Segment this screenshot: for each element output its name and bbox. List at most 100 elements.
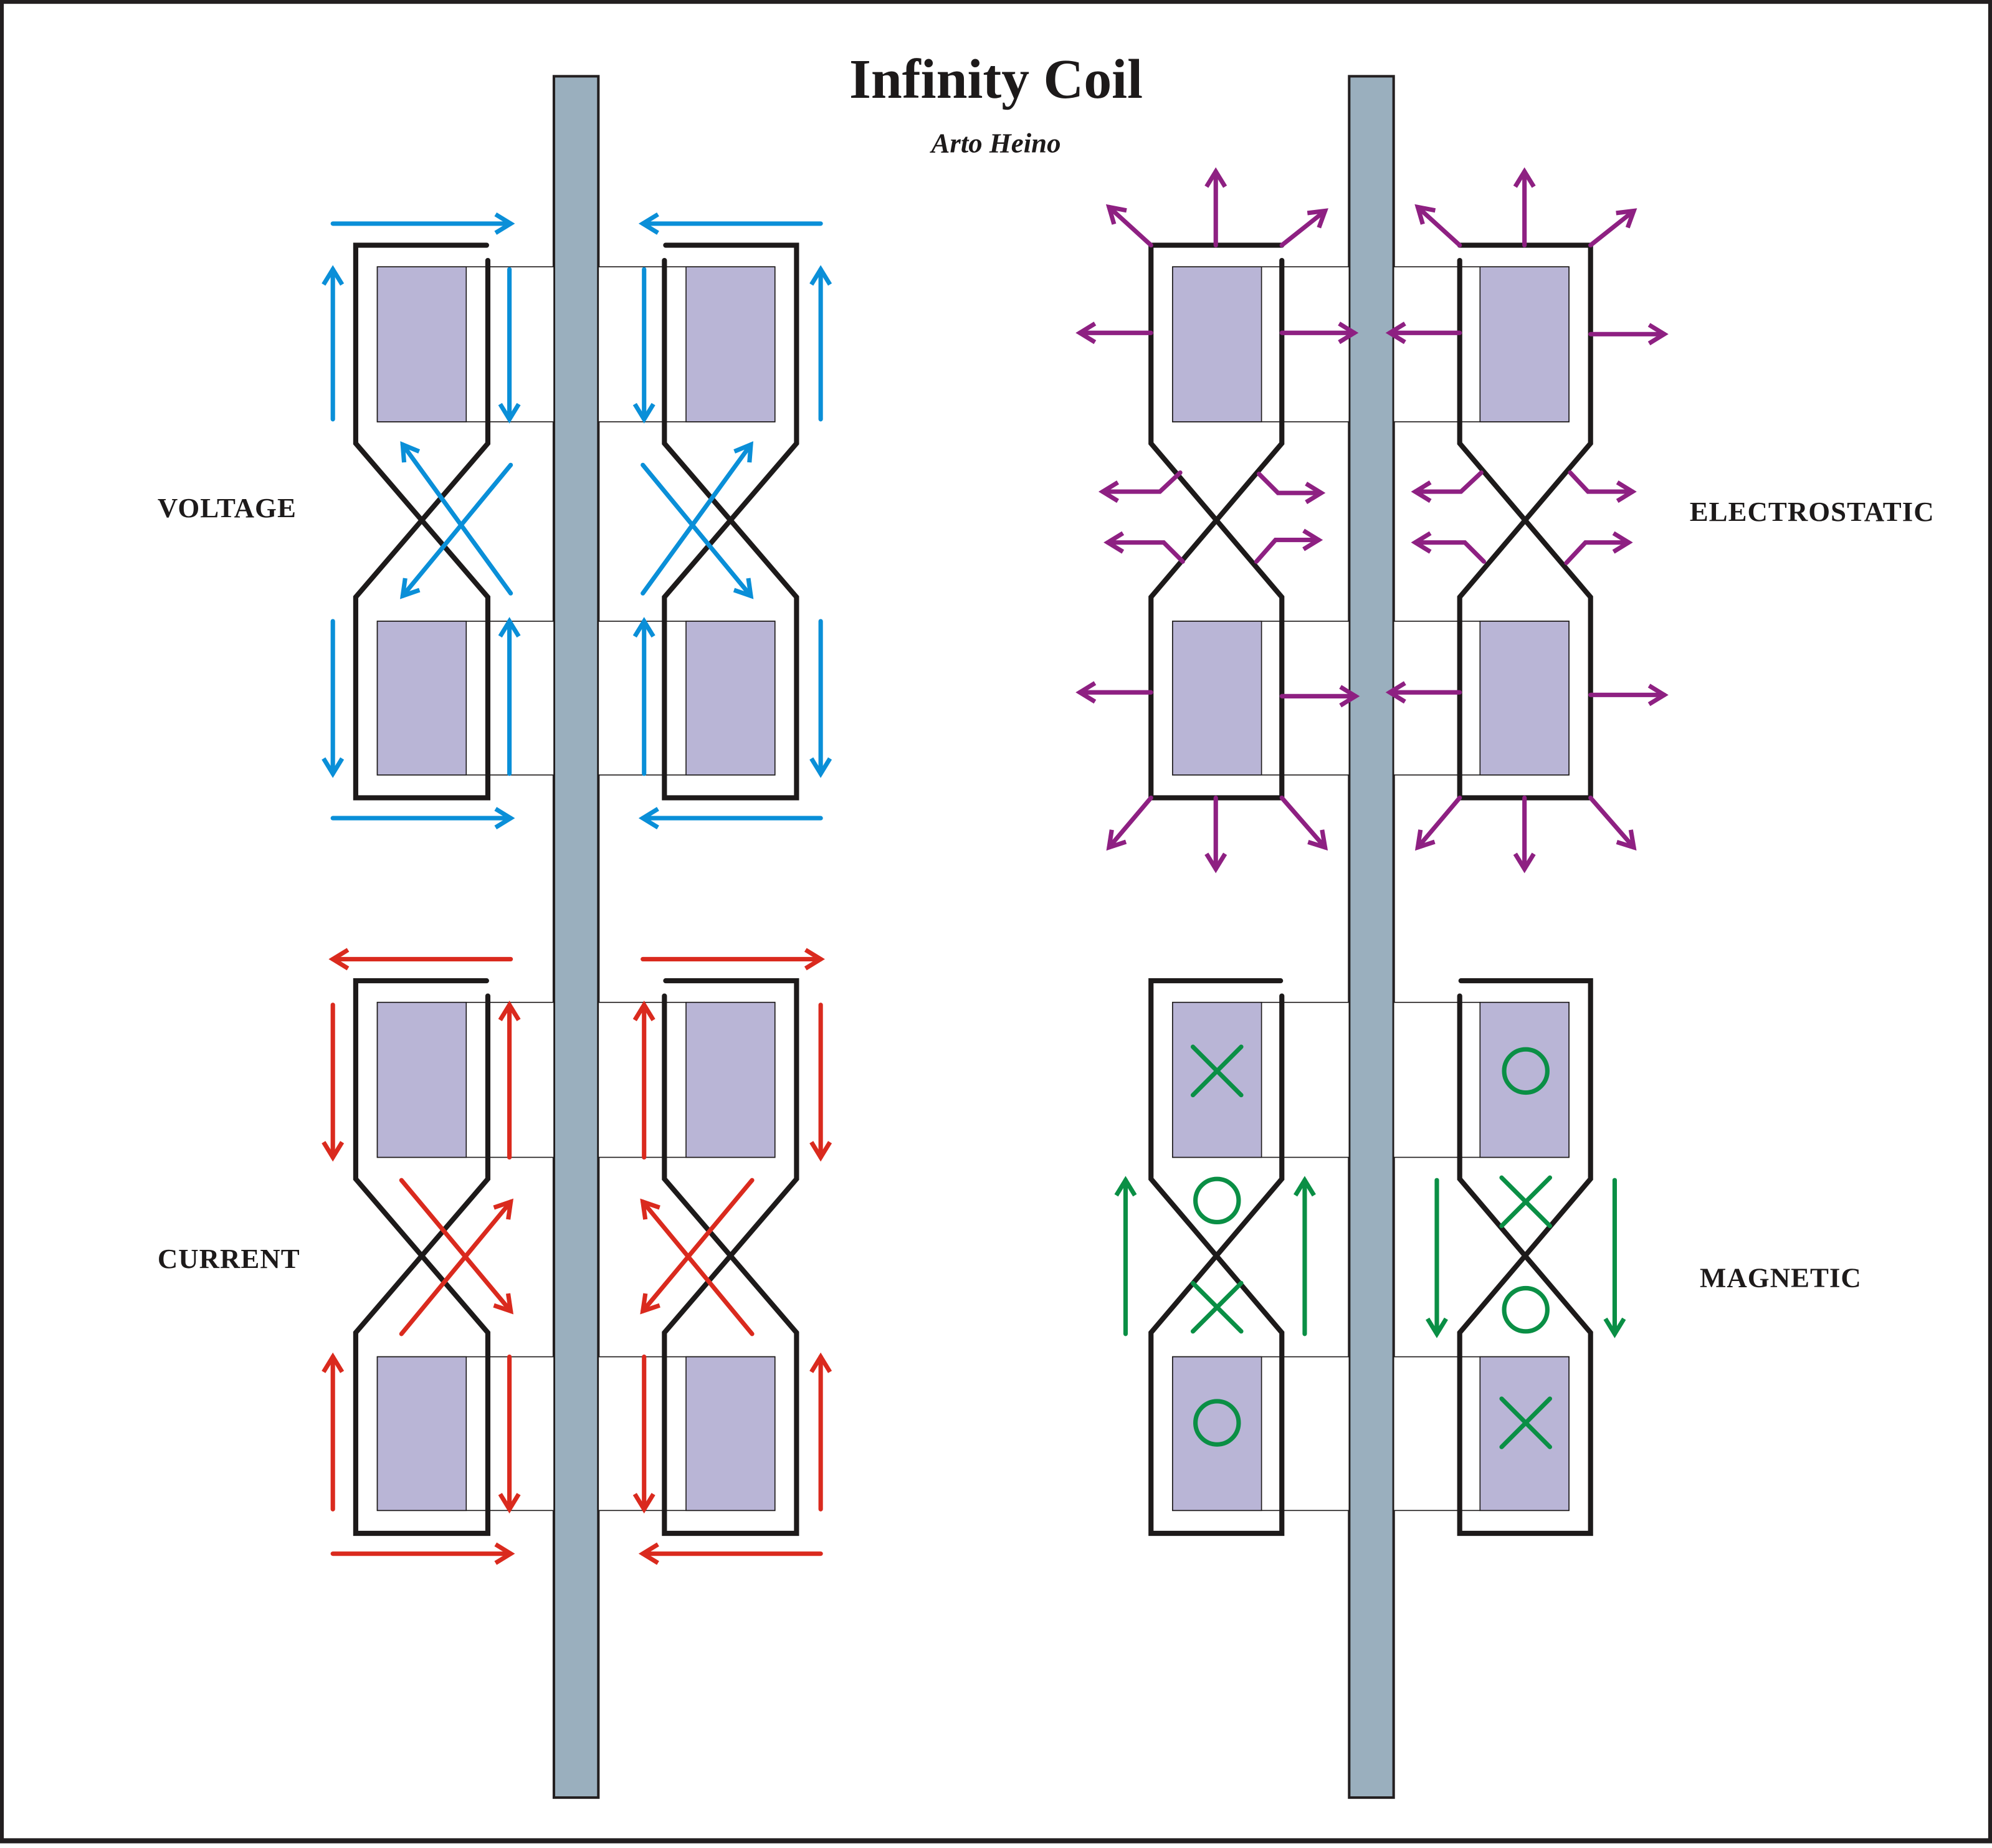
flux-into-page-icon bbox=[1499, 1396, 1553, 1449]
electrostatic-arrow bbox=[1105, 204, 1153, 248]
arrow-head-icon bbox=[1204, 167, 1227, 188]
coil-winding bbox=[662, 242, 799, 801]
electrostatic-arrow bbox=[1415, 795, 1462, 851]
voltage-arrow bbox=[638, 807, 823, 830]
magnetic-arrow bbox=[1426, 1178, 1448, 1338]
electrostatic-arrow bbox=[1513, 167, 1536, 248]
label-current: CURRENT bbox=[158, 1243, 300, 1274]
arrow-head-icon bbox=[493, 1198, 513, 1220]
bobbin-winding bbox=[1172, 1356, 1262, 1512]
bobbin-winding bbox=[1479, 266, 1570, 422]
dot-circle bbox=[1502, 1047, 1550, 1095]
arrow-shaft bbox=[1588, 795, 1636, 850]
electrostatic-arrow bbox=[1279, 321, 1359, 345]
arrow-head-icon bbox=[1385, 681, 1406, 704]
flux-into-page-icon bbox=[1190, 1280, 1244, 1334]
arrow-head-icon bbox=[498, 1493, 521, 1514]
voltage-arrow bbox=[330, 807, 515, 830]
magnetic-arrow bbox=[1603, 1178, 1626, 1338]
arrow-head-icon bbox=[1411, 531, 1432, 554]
voltage-arrow bbox=[638, 212, 823, 235]
electrostatic-arrow bbox=[1588, 683, 1669, 707]
voltage-arrow bbox=[641, 462, 754, 599]
arrow-head-icon bbox=[1338, 321, 1359, 345]
arrow-head-icon bbox=[632, 1000, 655, 1022]
arrow-head-icon bbox=[1339, 685, 1360, 708]
bobbin-winding bbox=[1172, 621, 1262, 776]
voltage-arrow bbox=[498, 617, 521, 776]
voltage-arrow bbox=[322, 619, 345, 778]
bobbin-winding bbox=[685, 266, 776, 422]
electrostatic-bent-arrow bbox=[1254, 528, 1323, 564]
arrow-head-icon bbox=[498, 1000, 521, 1022]
arrow-shaft bbox=[641, 1178, 755, 1313]
arrow-head-icon bbox=[498, 402, 521, 424]
electrostatic-bent-arrow bbox=[1564, 531, 1633, 565]
arrow-head-icon bbox=[809, 1141, 832, 1162]
current-arrow bbox=[809, 1003, 832, 1162]
arrow-shaft bbox=[641, 462, 753, 598]
cross-stroke bbox=[1499, 1396, 1553, 1449]
magnetic-arrow bbox=[1114, 1176, 1137, 1336]
arrow-head-icon bbox=[1305, 482, 1326, 505]
bobbin-winding bbox=[685, 1001, 776, 1158]
arrow-head-icon bbox=[809, 757, 832, 778]
arrow-shaft bbox=[1568, 470, 1635, 494]
electrostatic-arrow bbox=[1075, 321, 1153, 345]
arrow-head-icon bbox=[1513, 167, 1536, 188]
arrow-shaft bbox=[1413, 540, 1487, 564]
electrostatic-arrow bbox=[1385, 321, 1462, 345]
dot-circle bbox=[1193, 1399, 1241, 1447]
flux-out-of-page-icon bbox=[1193, 1399, 1241, 1447]
flux-into-page-icon bbox=[1499, 1175, 1553, 1229]
arrow-head-icon bbox=[498, 617, 521, 638]
flux-into-page-icon bbox=[1190, 1044, 1244, 1098]
coil-winding bbox=[353, 242, 491, 801]
arrow-head-icon bbox=[809, 265, 832, 286]
voltage-arrow bbox=[632, 267, 655, 424]
label-electrostatic: ELECTROSTATIC bbox=[1690, 496, 1935, 527]
dot-circle bbox=[1502, 1285, 1550, 1334]
arrow-shaft bbox=[1413, 470, 1484, 494]
current-arrow bbox=[330, 1542, 515, 1565]
current-arrow bbox=[640, 1178, 755, 1315]
arrow-head-icon bbox=[632, 617, 655, 638]
arrow-head-icon bbox=[638, 807, 659, 830]
arrow-head-icon bbox=[1098, 480, 1119, 503]
arrow-head-icon bbox=[322, 1141, 345, 1162]
core-rod bbox=[552, 75, 600, 1799]
label-voltage: VOLTAGE bbox=[158, 492, 297, 523]
arrow-shaft bbox=[1107, 204, 1153, 248]
arrow-head-icon bbox=[1616, 829, 1637, 851]
flux-out-of-page-icon bbox=[1502, 1047, 1550, 1095]
arrows-layer bbox=[322, 167, 1669, 1565]
cross-stroke bbox=[1499, 1175, 1553, 1229]
arrow-shaft bbox=[399, 1199, 513, 1336]
arrow-shaft bbox=[399, 1178, 513, 1313]
arrow-shaft bbox=[1254, 538, 1321, 564]
voltage-arrow bbox=[809, 619, 832, 778]
arrow-head-icon bbox=[328, 948, 350, 971]
arrow-head-icon bbox=[809, 1352, 832, 1373]
arrow-head-icon bbox=[640, 1293, 660, 1315]
arrow-head-icon bbox=[493, 1293, 514, 1315]
arrow-shaft bbox=[641, 442, 753, 596]
electrostatic-bent-arrow bbox=[1098, 470, 1183, 503]
electrostatic-arrow bbox=[1204, 167, 1227, 248]
arrow-shaft bbox=[1107, 795, 1153, 850]
current-arrow bbox=[399, 1178, 514, 1315]
page-title: Infinity Coil bbox=[849, 49, 1143, 110]
electrostatic-bent-arrow bbox=[1103, 531, 1185, 564]
arrow-head-icon bbox=[1106, 829, 1127, 851]
voltage-arrow bbox=[400, 441, 513, 596]
arrow-head-icon bbox=[1426, 1317, 1448, 1338]
arrow-shaft bbox=[1105, 540, 1185, 564]
arrow-shaft bbox=[1564, 540, 1631, 565]
electrostatic-arrow bbox=[1588, 795, 1637, 851]
arrow-shaft bbox=[1256, 471, 1324, 495]
arrow-head-icon bbox=[1612, 531, 1633, 554]
bobbin-winding bbox=[1172, 1001, 1262, 1158]
arrow-shaft bbox=[1279, 208, 1328, 248]
arrow-head-icon bbox=[1616, 208, 1637, 229]
